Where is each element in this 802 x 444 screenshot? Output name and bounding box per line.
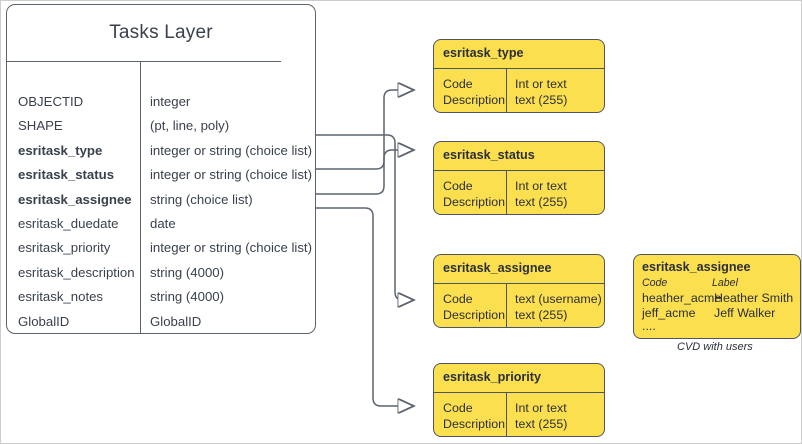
field-type: string (choice list) bbox=[150, 191, 253, 207]
domain-column-divider bbox=[506, 170, 507, 214]
field-type: integer or string (choice list) bbox=[150, 142, 312, 158]
domain-header-divider bbox=[434, 392, 604, 393]
domain-field-names: Code Description bbox=[443, 292, 505, 322]
domain-field-names: Code Description bbox=[443, 77, 505, 107]
table-row: esritask_type integer or string (choice … bbox=[7, 139, 315, 163]
field-type: integer or string (choice list) bbox=[150, 167, 312, 183]
cvd-row-label: Jeff Walker bbox=[714, 306, 776, 320]
domain-box-esritask-type: esritask_type Code Description Int or te… bbox=[433, 39, 605, 113]
field-type: date bbox=[150, 215, 176, 231]
connector-assignee bbox=[316, 134, 414, 300]
connector-priority bbox=[316, 207, 414, 406]
entity-column-divider bbox=[140, 62, 141, 333]
domain-field-types: Int or text text (255) bbox=[515, 77, 568, 107]
table-row: SHAPE (pt, line, poly) bbox=[7, 114, 315, 138]
field-name: esritask_notes bbox=[18, 289, 104, 305]
domain-title: esritask_type bbox=[443, 46, 524, 60]
cvd-title: esritask_assignee bbox=[642, 260, 751, 274]
table-row: OBJECTID integer bbox=[7, 90, 315, 114]
cvd-column-header-code: Code bbox=[642, 277, 668, 289]
field-type: string (4000) bbox=[150, 289, 225, 305]
cvd-row-label: Heather Smith bbox=[714, 291, 794, 305]
domain-box-esritask-status: esritask_status Code Description Int or … bbox=[433, 141, 605, 215]
cvd-box-esritask-assignee: esritask_assignee Code Label heather_acm… bbox=[633, 254, 801, 339]
table-row: esritask_assignee string (choice list) bbox=[7, 188, 315, 212]
cvd-caption: CVD with users bbox=[677, 341, 753, 353]
table-row: esritask_status integer or string (choic… bbox=[7, 163, 315, 187]
field-name: GlobalID bbox=[18, 313, 70, 329]
tasks-layer-entity: Tasks Layer OBJECTID integer SHAPE (pt, … bbox=[6, 4, 316, 334]
entity-header-divider bbox=[7, 61, 281, 62]
cvd-row-code: jeff_acme bbox=[642, 306, 696, 320]
domain-field-types: Int or text text (255) bbox=[515, 401, 568, 431]
domain-field-names: Code Description bbox=[443, 401, 505, 431]
table-row: GlobalID GlobalID bbox=[7, 310, 315, 334]
domain-title: esritask_assignee bbox=[443, 261, 552, 275]
domain-box-esritask-assignee: esritask_assignee Code Description text … bbox=[433, 254, 605, 328]
field-name: esritask_type bbox=[18, 142, 103, 158]
connector-type bbox=[316, 90, 414, 170]
field-name: OBJECTID bbox=[18, 94, 84, 109]
domain-header-divider bbox=[434, 283, 604, 284]
table-row: esritask_description string (4000) bbox=[7, 261, 315, 285]
field-type: string (4000) bbox=[150, 264, 225, 280]
field-name: SHAPE bbox=[18, 118, 63, 134]
domain-header-divider bbox=[434, 170, 604, 171]
field-type: integer or string (choice list) bbox=[150, 240, 312, 256]
field-name: esritask_priority bbox=[18, 240, 111, 256]
domain-field-types: text (username) text (255) bbox=[515, 292, 602, 322]
field-type: (pt, line, poly) bbox=[150, 118, 230, 134]
domain-title: esritask_status bbox=[443, 148, 535, 162]
cvd-ellipsis: .... bbox=[642, 319, 656, 333]
field-name: esritask_status bbox=[18, 167, 115, 183]
domain-field-types: Int or text text (255) bbox=[515, 179, 568, 209]
cvd-column-header-label: Label bbox=[712, 277, 738, 289]
table-row: esritask_notes string (4000) bbox=[7, 285, 315, 309]
field-type: GlobalID bbox=[150, 313, 202, 329]
domain-title: esritask_priority bbox=[443, 370, 542, 384]
domain-field-names: Code Description bbox=[443, 179, 505, 209]
domain-column-divider bbox=[506, 283, 507, 327]
entity-title: Tasks Layer bbox=[109, 22, 213, 43]
domain-header-divider bbox=[434, 68, 604, 69]
cvd-row-code: heather_acme bbox=[642, 291, 722, 305]
table-row: esritask_duedate date bbox=[7, 212, 315, 236]
domain-column-divider bbox=[506, 392, 507, 436]
field-name: esritask_assignee bbox=[18, 191, 132, 207]
connector-status bbox=[316, 150, 414, 195]
field-name: esritask_description bbox=[18, 264, 135, 280]
domain-box-esritask-priority: esritask_priority Code Description Int o… bbox=[433, 363, 605, 437]
field-name: esritask_duedate bbox=[18, 215, 119, 231]
domain-column-divider bbox=[506, 68, 507, 112]
entity-field-list: OBJECTID integer SHAPE (pt, line, poly) … bbox=[7, 62, 315, 333]
field-type: integer bbox=[150, 94, 191, 109]
table-row: esritask_priority integer or string (cho… bbox=[7, 236, 315, 260]
